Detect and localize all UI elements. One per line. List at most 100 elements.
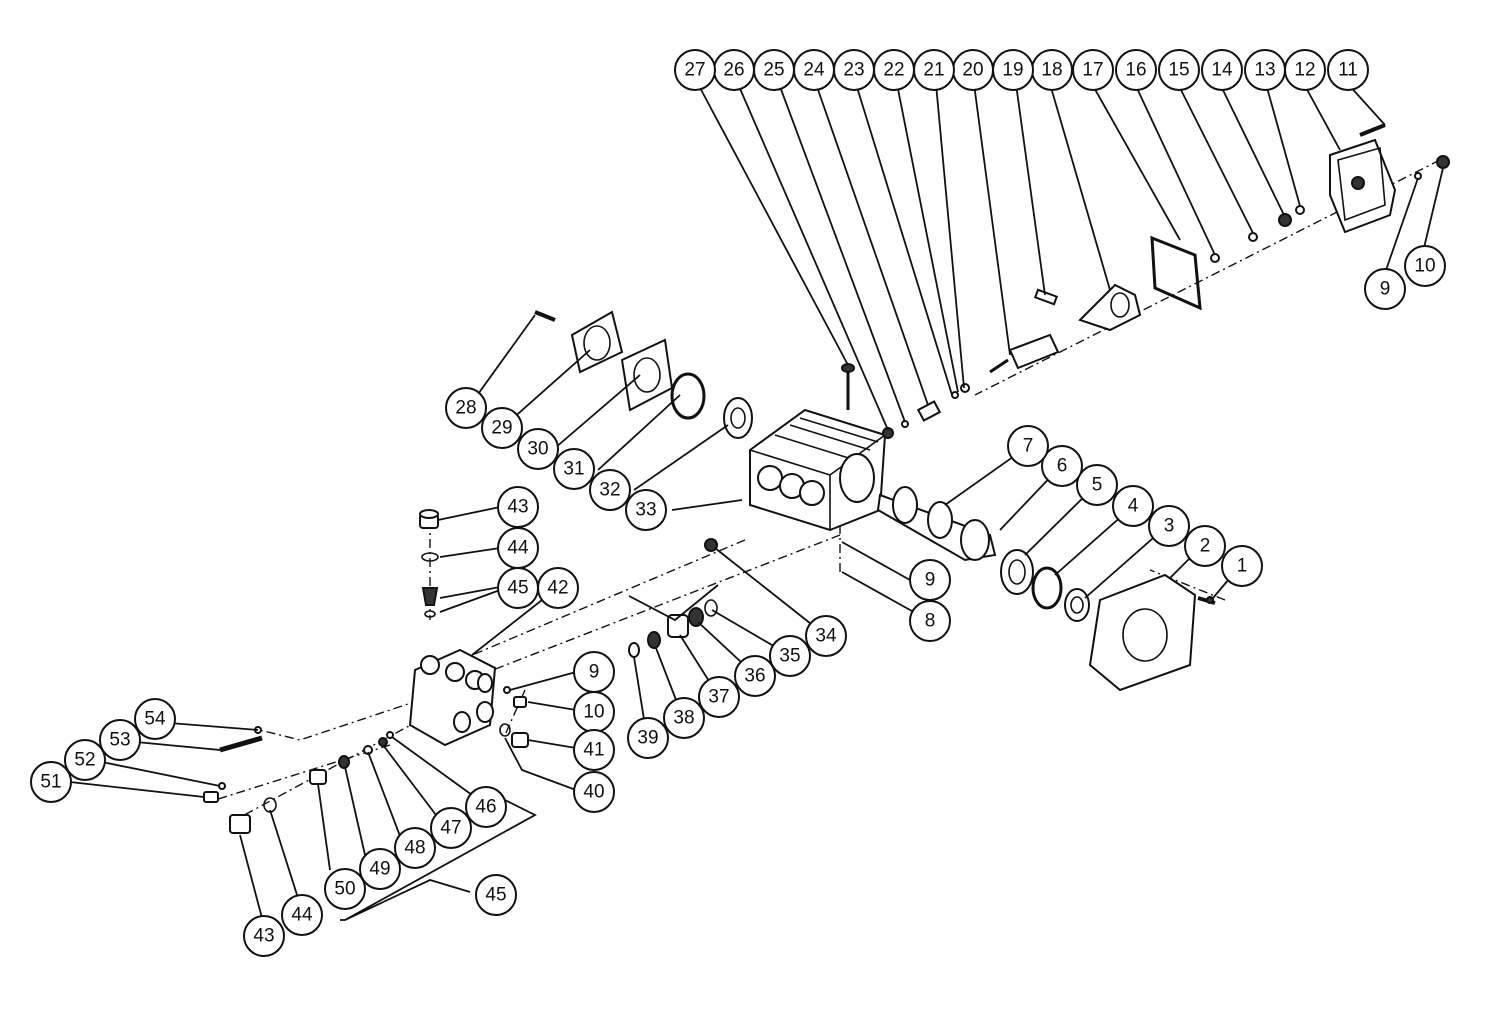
callout-5: 5 [1076, 464, 1118, 506]
callout-35-label: 35 [779, 646, 800, 667]
callout-44-bottom-label: 44 [291, 905, 313, 926]
callout-52: 52 [64, 739, 106, 781]
callout-41-label: 41 [583, 740, 604, 761]
callout-3: 3 [1148, 505, 1190, 547]
callout-48: 48 [394, 827, 436, 869]
callout-7-label: 7 [1023, 436, 1034, 457]
callout-40: 40 [573, 771, 615, 813]
callout-43-top: 43 [497, 486, 539, 528]
callout-7: 7 [1007, 425, 1049, 467]
callout-44-bottom: 44 [281, 894, 323, 936]
crankshaft [876, 486, 997, 562]
callout-24: 24 [793, 49, 835, 91]
small-parts-row-top [882, 283, 1142, 439]
callout-31: 31 [553, 448, 595, 490]
callout-19: 19 [992, 49, 1034, 91]
callout-1: 1 [1221, 545, 1263, 587]
screw-1 [1197, 596, 1216, 605]
callout-43-top-label: 43 [507, 497, 528, 518]
callout-2: 2 [1184, 525, 1226, 567]
callout-40-label: 40 [583, 782, 604, 803]
callout-45-top-label: 45 [507, 578, 528, 599]
callout-42-label: 42 [547, 578, 568, 599]
callout-39-label: 39 [637, 728, 658, 749]
callout-11: 11 [1327, 49, 1369, 91]
callout-4-label: 4 [1128, 496, 1139, 517]
callout-39: 39 [627, 717, 669, 759]
callout-9-manifold-label: 9 [589, 662, 600, 683]
manifold-side-parts [499, 686, 529, 748]
callout-20-label: 20 [962, 60, 983, 81]
callout-25: 25 [753, 49, 795, 91]
callout-21-label: 21 [923, 60, 944, 81]
callout-9-manifold: 9 [573, 651, 615, 693]
valve-45-top [421, 587, 439, 618]
callout-5-label: 5 [1092, 475, 1103, 496]
callout-35: 35 [769, 635, 811, 677]
callout-44-top: 44 [497, 527, 539, 569]
callout-53: 53 [99, 719, 141, 761]
callout-17-label: 17 [1082, 60, 1103, 81]
callout-43-bottom-label: 43 [253, 926, 274, 947]
callout-54: 54 [134, 698, 176, 740]
callout-10-manifold: 10 [573, 691, 615, 733]
callout-32-label: 32 [599, 480, 620, 501]
callout-14-label: 14 [1211, 60, 1233, 81]
callout-19-label: 19 [1002, 60, 1023, 81]
callout-47-label: 47 [440, 818, 461, 839]
callout-49: 49 [359, 848, 401, 890]
callout-13: 13 [1244, 49, 1286, 91]
callout-27: 27 [674, 49, 716, 91]
callout-2-label: 2 [1200, 536, 1211, 557]
callout-46: 46 [465, 786, 507, 828]
small-parts-row-right [1210, 205, 1305, 263]
callout-14: 14 [1201, 49, 1243, 91]
callout-9-rear: 9 [1364, 268, 1406, 310]
bearing-left [723, 397, 753, 439]
callout-23-label: 23 [843, 60, 864, 81]
callout-1-label: 1 [1237, 556, 1248, 577]
callout-8-label: 8 [925, 611, 936, 632]
callout-43-bottom: 43 [243, 915, 285, 957]
callout-53-label: 53 [109, 730, 130, 751]
callout-31-label: 31 [563, 459, 584, 480]
callout-24-label: 24 [803, 60, 825, 81]
callout-33: 33 [625, 489, 667, 531]
callout-15: 15 [1158, 49, 1200, 91]
plug-43-top [419, 509, 439, 529]
o-ring-right [1031, 566, 1063, 610]
callout-10-rear-label: 10 [1414, 256, 1435, 277]
callout-51: 51 [30, 761, 72, 803]
callout-41: 41 [573, 729, 615, 771]
callout-10-rear: 10 [1404, 245, 1446, 287]
bearing-cover-flange [1088, 573, 1197, 692]
callout-15-label: 15 [1168, 60, 1189, 81]
callout-32: 32 [589, 469, 631, 511]
callout-6: 6 [1041, 445, 1083, 487]
callout-23: 23 [833, 49, 875, 91]
crankcase-housing [749, 408, 887, 532]
o-ring-left [670, 372, 706, 420]
callout-18: 18 [1031, 49, 1073, 91]
callout-26: 26 [713, 49, 755, 91]
callout-49-label: 49 [369, 859, 390, 880]
callout-11-label: 11 [1338, 60, 1358, 81]
callout-47: 47 [430, 807, 472, 849]
callout-54-label: 54 [144, 709, 166, 730]
screw-28 [534, 310, 556, 322]
callout-22-label: 22 [883, 60, 904, 81]
callout-17: 17 [1072, 49, 1114, 91]
callout-34: 34 [805, 615, 847, 657]
leader-lines [69, 83, 1444, 921]
assembly-axis-lines [214, 159, 1441, 821]
callout-16-label: 16 [1125, 60, 1146, 81]
callout-33-label: 33 [635, 500, 656, 521]
callout-50: 50 [324, 868, 366, 910]
dipstick [841, 363, 855, 410]
bearing-right [1000, 549, 1034, 595]
callout-8: 8 [909, 600, 951, 642]
callout-12: 12 [1284, 49, 1326, 91]
callout-26-label: 26 [723, 60, 744, 81]
callout-52-label: 52 [74, 750, 95, 771]
